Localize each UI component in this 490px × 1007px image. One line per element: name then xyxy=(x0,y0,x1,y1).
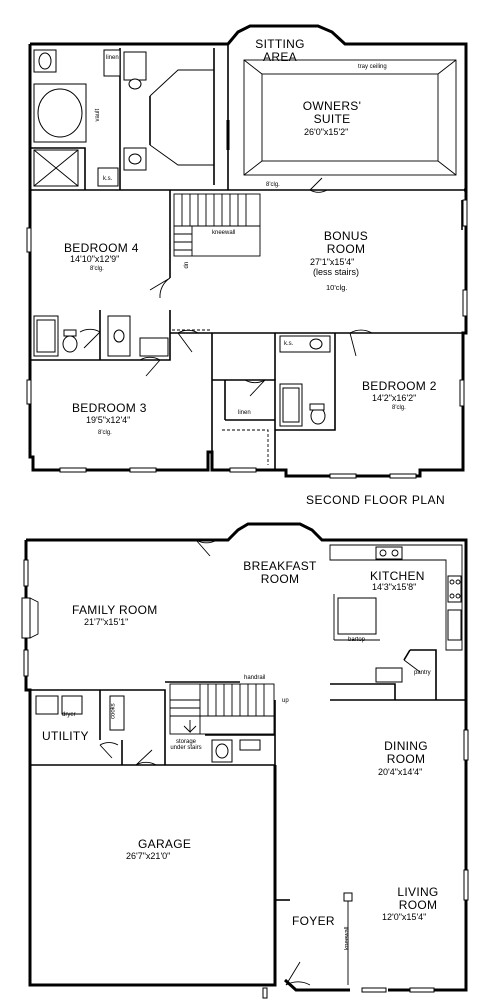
bedroom-4-size: 14'10"x12'9" xyxy=(70,254,120,264)
kneewall-lower-label: kneewall xyxy=(344,926,351,950)
pantry-label: pantry xyxy=(414,670,431,676)
living-room-size: 12'0"x15'4" xyxy=(382,912,427,922)
first-floor-stairs xyxy=(169,683,275,735)
family-room-label: FAMILY ROOM xyxy=(72,603,158,617)
kitchen-label: KITCHEN xyxy=(370,569,425,583)
first-floor-windows xyxy=(23,559,469,999)
sitting-area-label: SITTING AREA xyxy=(255,37,305,64)
dining-room-label: DINING ROOM xyxy=(384,739,428,766)
vault-label: vault xyxy=(95,108,102,122)
second-floor-fixtures xyxy=(33,49,331,427)
second-floor-windows xyxy=(26,199,468,479)
bonus-room-ceiling: 10'clg. xyxy=(326,283,348,292)
handrail-label: handrail xyxy=(244,675,266,681)
owners-suite-size: 26'0"x15'2" xyxy=(304,127,349,137)
owners-suite-tray-ceiling xyxy=(226,59,457,176)
second-floor-plan-title: SECOND FLOOR PLAN xyxy=(306,493,446,507)
bedroom-3-label: BEDROOM 3 xyxy=(72,401,147,415)
linen-top-label: linen xyxy=(106,55,119,61)
first-floor-doors xyxy=(99,539,421,986)
storage-label: storage under stairs xyxy=(170,739,202,752)
ceiling-8-label: 8'clg. xyxy=(266,182,280,188)
bedroom-3-size: 19'5"x12'4" xyxy=(86,415,131,425)
bonus-room-note: (less stairs) xyxy=(313,267,360,277)
bedroom-2-label: BEDROOM 2 xyxy=(362,379,437,393)
bedroom-3-ceiling: 8'clg. xyxy=(98,430,112,436)
bedroom-2-size: 14'2"x16'2" xyxy=(372,393,417,403)
family-room-size: 21'7"x15'1" xyxy=(84,617,129,627)
linen-hall-label: linen xyxy=(238,410,251,416)
first-floor-fixtures xyxy=(21,597,353,985)
dryer-label: dryer xyxy=(62,712,76,718)
owners-suite-label: OWNERS' SUITE xyxy=(302,99,362,126)
ks-bath-label: k.s. xyxy=(103,176,113,182)
cooks-label: cooks xyxy=(110,703,117,719)
dn-label: dn xyxy=(184,261,191,269)
bedroom-4-label: BEDROOM 4 xyxy=(64,241,139,255)
breakfast-room-label: BREAKFAST ROOM xyxy=(243,559,317,586)
kitchen-size: 14'3"x15'8" xyxy=(372,582,417,592)
garage-label: GARAGE xyxy=(138,837,192,851)
up-label: up xyxy=(282,698,289,704)
garage-size: 26'7"x21'0" xyxy=(126,851,171,861)
utility-label: UTILITY xyxy=(42,729,89,743)
foyer-label: FOYER xyxy=(292,914,335,928)
tray-ceiling-label: tray ceiling xyxy=(358,64,387,70)
kneewall-upper-label: kneewall xyxy=(212,230,236,236)
second-floor-doors xyxy=(79,177,373,397)
bedroom-2-ceiling: 8'clg. xyxy=(392,405,406,411)
kitchen-counters xyxy=(329,544,463,683)
dining-room-size: 20'4"x14'4" xyxy=(378,767,423,777)
ks-hall-label: k.s. xyxy=(284,341,294,347)
second-floor-stairs xyxy=(173,193,261,257)
bedroom-4-ceiling: 8'clg. xyxy=(90,266,104,272)
bonus-room-size: 27'1"x15'4" xyxy=(310,257,355,267)
living-room-label: LIVING ROOM xyxy=(397,885,439,912)
bartop-label: bartop xyxy=(348,637,366,643)
bonus-room-label: BONUS ROOM xyxy=(323,229,369,256)
